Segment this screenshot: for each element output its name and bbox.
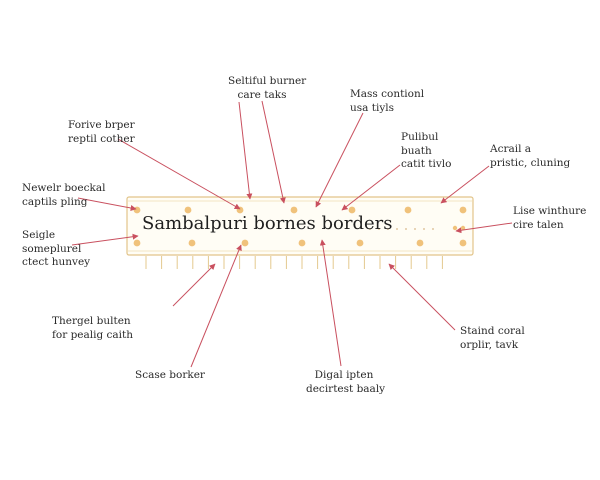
callout-line: buath [401, 144, 432, 157]
callout-line: cire talen [513, 218, 564, 231]
callout-line: care taks [237, 88, 287, 101]
callout-arrow [77, 197, 137, 211]
trail-dot [423, 228, 425, 230]
callout-line: Newelr boeckal [22, 182, 106, 194]
motif-dot [184, 206, 192, 214]
callout-top-center-a: Seltiful burner care taks [228, 75, 307, 102]
callout-arrow [172, 263, 216, 307]
motif-dot [460, 225, 466, 231]
callout-arrow [71, 233, 139, 246]
callout-line: for pealig caith [52, 328, 134, 341]
trail-dot [396, 228, 398, 230]
motif-dot [298, 239, 306, 247]
callout-line: ctect hunvey [22, 256, 91, 268]
fringe-group [145, 256, 443, 269]
callout-line: Digal ipten [314, 369, 374, 381]
callout-line: Staind coral [460, 325, 525, 337]
border-panel [126, 196, 474, 256]
callout-arrow [117, 138, 241, 210]
callout-upper-right-b: Acrail a pristic, cluning [490, 143, 570, 170]
callout-arrow [388, 263, 456, 331]
arrow-group [71, 100, 513, 368]
callout-line: captils pling [22, 195, 88, 208]
callout-line: Forive brper [68, 119, 135, 131]
trail-dot [414, 228, 416, 230]
callout-line: pristic, cluning [490, 156, 571, 169]
motif-dot [356, 239, 364, 247]
callout-lower-right: Staind coral orplir, tavk [460, 325, 525, 352]
callout-upper-right-a: Pulibul buath catit tivlo [401, 131, 451, 172]
callout-line: Lise winthure [513, 205, 587, 217]
motif-dot [416, 239, 424, 247]
callout-arrow [261, 100, 286, 204]
callout-arrow [190, 244, 242, 368]
callout-arrow [455, 222, 513, 234]
dotted-trail [369, 228, 434, 230]
motif-dot [133, 206, 141, 214]
callout-line: Seltiful burner [228, 75, 307, 87]
callout-line: Mass contionl [350, 88, 425, 100]
callout-line: Scase borker [135, 369, 205, 381]
callout-line: Acrail a [490, 143, 532, 155]
callout-line: usa tiyls [350, 101, 395, 114]
callout-left-b: Seigle someplurel ctect hunvey [22, 229, 90, 270]
motif-dot [290, 206, 298, 214]
callout-line: Pulibul [401, 131, 439, 143]
callout-right-a: Lise winthure cire talen [513, 205, 586, 232]
trail-dot [378, 228, 380, 230]
diagram-title: Sambalpuri bornes borders [142, 213, 393, 234]
callout-line: reptil cother [68, 132, 135, 145]
callout-top-center-b: Mass contionl usa tiyls [350, 88, 424, 115]
trail-dot [387, 228, 389, 230]
motif-dot [459, 206, 467, 214]
callout-arrow [440, 165, 490, 204]
trail-dot [369, 228, 371, 230]
callout-line: decirtest baaly [306, 382, 386, 395]
motif-dot [241, 239, 249, 247]
motif-dot [459, 239, 467, 247]
callout-upper-left: Forive brper reptil cother [68, 119, 135, 146]
callout-arrow [238, 101, 253, 200]
callout-lower-left: Thergel bulten for pealig caith [52, 315, 133, 342]
motif-dot [348, 206, 356, 214]
callout-arrow [341, 164, 401, 211]
motif-dot [133, 239, 141, 247]
motif-dot [188, 239, 196, 247]
motif-dot [452, 225, 458, 231]
callout-bottom-center: Digal ipten decirtest baaly [306, 369, 386, 396]
callout-left-a: Newelr boeckal captils pling [22, 182, 105, 209]
callout-line: orplir, tavk [460, 338, 519, 351]
callout-bottom-left: Scase borker [135, 369, 205, 383]
trail-dot [405, 228, 407, 230]
trail-dot [432, 228, 434, 230]
callout-arrow [315, 112, 364, 208]
callout-line: Thergel bulten [52, 315, 131, 327]
callout-line: Seigle [22, 229, 56, 241]
motif-dot [404, 206, 412, 214]
callout-arrow [319, 239, 342, 367]
callout-line: someplurel [22, 242, 82, 255]
callout-line: catit tivlo [401, 158, 452, 170]
